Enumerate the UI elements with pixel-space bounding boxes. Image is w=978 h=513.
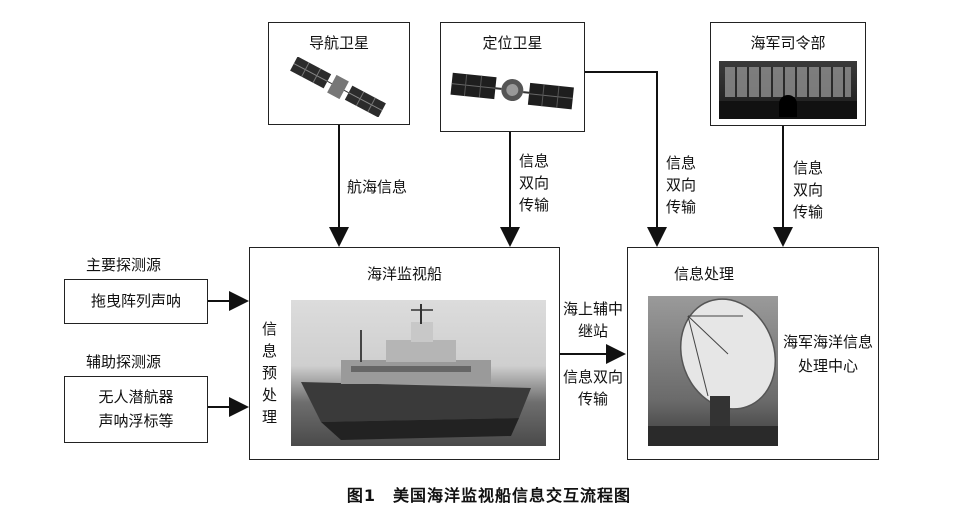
- bidir-label-1: 信息双向传输: [519, 152, 550, 214]
- arrow-pos-info: [567, 62, 667, 247]
- pos-satellite-label: 定位卫星: [482, 34, 543, 52]
- main-source-label: 拖曳阵列声呐: [90, 292, 181, 310]
- nav-satellite-label: 导航卫星: [308, 34, 369, 52]
- relay-bidir-text: 信息双向传输: [562, 368, 623, 408]
- satellite-icon: [290, 57, 386, 117]
- info-process-label: 信息处理: [674, 265, 735, 283]
- radar-dish-icon: [648, 298, 778, 446]
- nav-info-label: 航海信息: [347, 178, 408, 196]
- relay-bidir-label: 信息双向传输: [561, 366, 625, 410]
- satellite-icon: [450, 72, 574, 110]
- main-source-title: 主要探测源: [86, 256, 162, 274]
- figure-caption: 图1 美国海洋监视船信息交互流程图: [346, 486, 632, 505]
- center-text: 海军海洋信息处理中心: [782, 333, 873, 375]
- naval-command-label: 海军司令部: [750, 34, 826, 52]
- ship-image: [291, 300, 546, 446]
- ship-icon: [301, 304, 531, 440]
- aux-source-line1: 无人潜航器: [98, 388, 174, 406]
- pre-process-label: 信息预处理: [262, 320, 278, 426]
- center-label: 海军海洋信息处理中心: [780, 330, 876, 378]
- bidir-label-3: 信息双向传输: [793, 159, 824, 221]
- aux-source-line2: 声呐浮标等: [98, 412, 174, 430]
- relay-text: 海上辅中继站: [563, 300, 624, 340]
- main-source-box: 拖曳阵列声呐: [64, 279, 208, 324]
- aux-source-box: 无人潜航器 声呐浮标等: [64, 376, 208, 443]
- naval-command-box: 海军司令部: [710, 22, 866, 126]
- command-room-image: [719, 61, 857, 119]
- info-process-box: 信息处理 海军海洋信息处理中心: [627, 247, 879, 460]
- ship-label: 海洋监视船: [366, 265, 442, 283]
- radar-dish-image: [648, 296, 778, 446]
- relay-label: 海上辅中继站: [563, 298, 623, 342]
- bidir-label-2: 信息双向传输: [666, 154, 697, 216]
- aux-source-title: 辅助探测源: [86, 353, 162, 371]
- pos-satellite-box: 定位卫星: [440, 22, 585, 132]
- nav-satellite-box: 导航卫星: [268, 22, 410, 125]
- ship-box: 海洋监视船 信息预处理: [249, 247, 560, 460]
